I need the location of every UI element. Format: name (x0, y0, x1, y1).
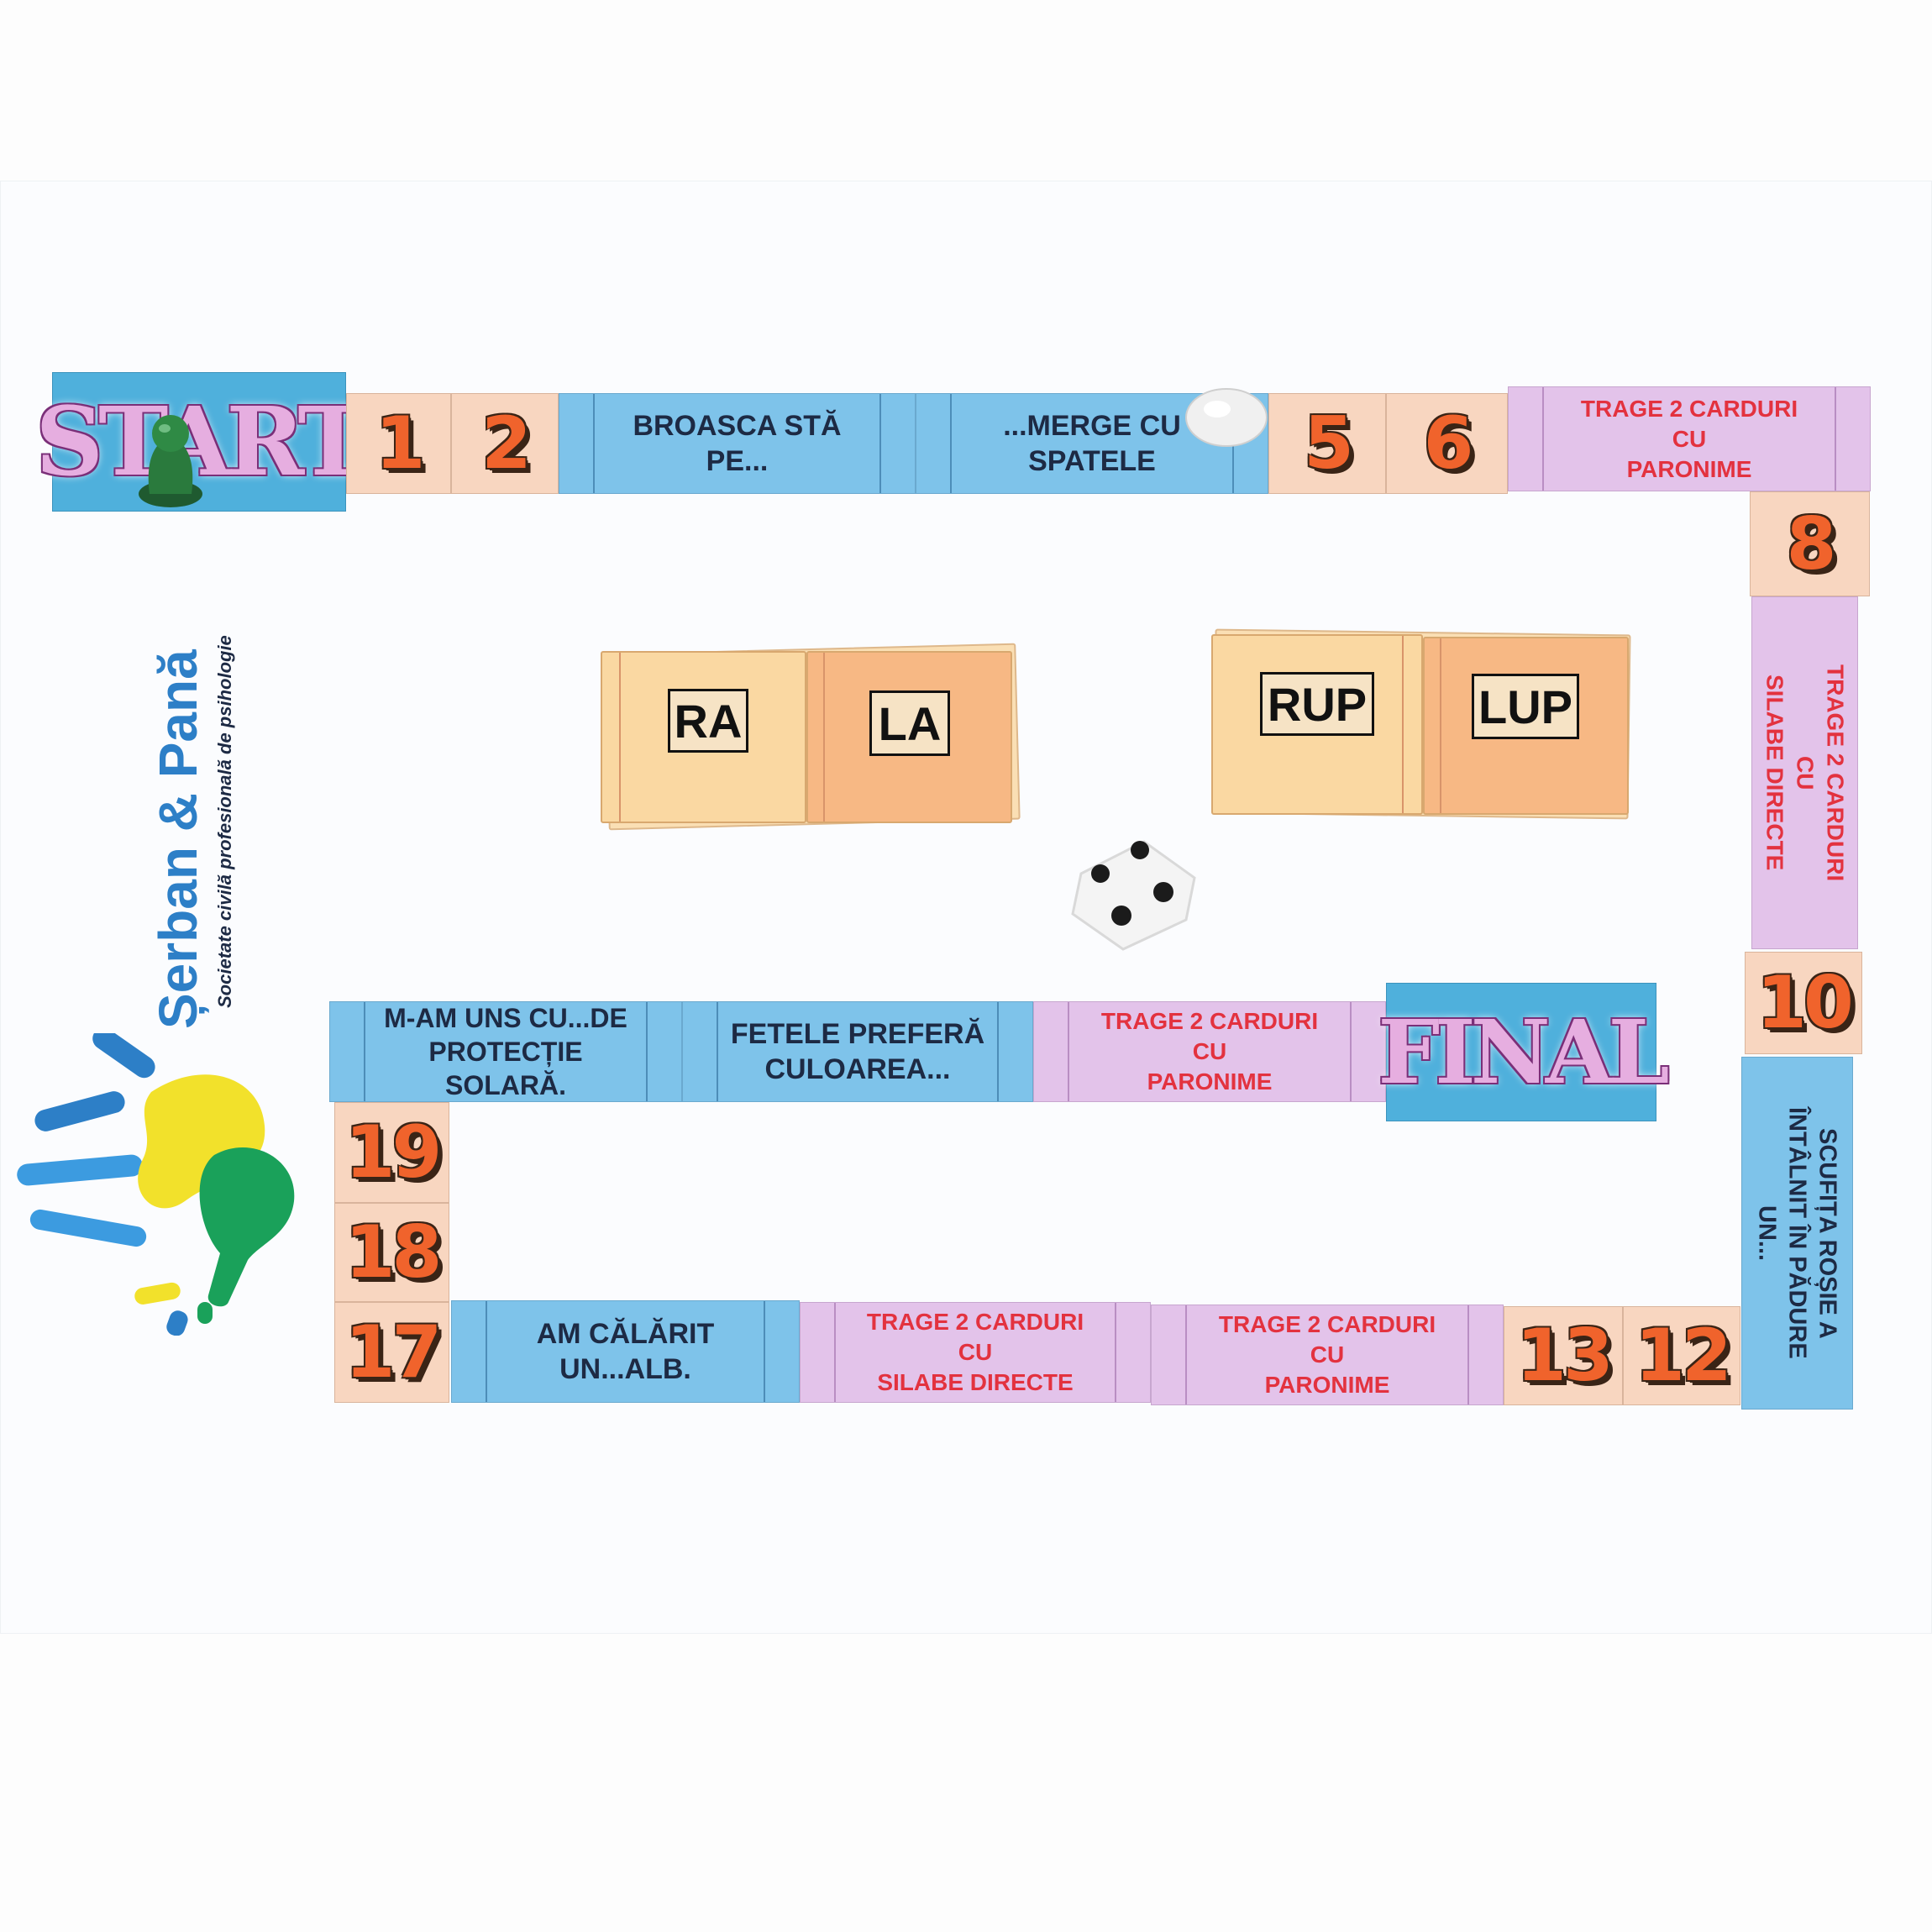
tile-10[interactable]: 10 (1745, 952, 1862, 1054)
final-tile[interactable]: FINAL (1378, 983, 1670, 1121)
tile-6[interactable]: 6 (1386, 393, 1508, 494)
tile-5[interactable]: 5 (1268, 393, 1386, 494)
tile-7[interactable]: TRAGE 2 CARDURI CU PARONIME (1508, 386, 1871, 491)
tile-1[interactable]: 1 (346, 393, 451, 494)
tile-17[interactable]: 17 (334, 1302, 449, 1403)
syllable-card-ra: RA (668, 689, 748, 753)
tile-22[interactable]: TRAGE 2 CARDURI CU PARONIME (1033, 1001, 1386, 1102)
tile-20-text: M-AM UNS CU...DE PROTECȚIE SOLARĂ. (384, 1003, 627, 1100)
tile-15[interactable]: TRAGE 2 CARDURI CU SILABE DIRECTE (800, 1302, 1151, 1403)
tile-22-text: TRAGE 2 CARDURI CU PARONIME (1100, 1008, 1319, 1095)
tile-16[interactable]: AM CĂLĂRIT UN...ALB. (451, 1300, 800, 1403)
tile-9[interactable]: TRAGE 2 CARDURI CU SILABE DIRECTE (1751, 596, 1858, 949)
green-pawn-icon[interactable] (124, 410, 217, 511)
syllable-card-lup: LUP (1472, 674, 1579, 739)
tile-2[interactable]: 2 (451, 393, 559, 494)
white-pawn-icon[interactable] (1180, 382, 1273, 449)
tile-12[interactable]: 12 (1623, 1306, 1740, 1405)
final-label: FINAL (1378, 1000, 1669, 1104)
tile-9-text: TRAGE 2 CARDURI CU SILABE DIRECTE (1761, 664, 1849, 882)
tile-13[interactable]: 13 (1504, 1306, 1623, 1405)
tile-19[interactable]: 19 (334, 1102, 449, 1203)
tile-11-text: SCUFIȚA ROȘIE A ÎNTÂLNIT ÎN PĂDURE UN... (1753, 1107, 1841, 1359)
brand-tagline: Societate civilă profesională de psiholo… (214, 635, 235, 1008)
tile-16-text: AM CĂLĂRIT UN...ALB. (536, 1318, 715, 1385)
tile-14[interactable]: TRAGE 2 CARDURI CU PARONIME (1151, 1305, 1504, 1405)
tile-7-text: TRAGE 2 CARDURI CU PARONIME (1580, 395, 1798, 482)
tile-3-text: BROASCA STĂ PE... (633, 410, 842, 477)
hand-logo-icon (17, 1033, 295, 1336)
syllable-card-la: LA (869, 690, 950, 756)
tile-15-text: TRAGE 2 CARDURI CU SILABE DIRECTE (866, 1309, 1084, 1395)
tile-14-text: TRAGE 2 CARDURI CU PARONIME (1218, 1311, 1436, 1398)
tile-21-text: FETELE PREFERĂ CULOAREA... (730, 1018, 985, 1085)
tile-21[interactable]: FETELE PREFERĂ CULOAREA... (682, 1001, 1033, 1102)
brand-name: Șerban & Pană (148, 649, 208, 1029)
syllable-card-rup: RUP (1260, 672, 1374, 736)
tile-20[interactable]: M-AM UNS CU...DE PROTECȚIE SOLARĂ. (329, 1001, 682, 1102)
tile-8[interactable]: 8 (1750, 491, 1870, 596)
tile-18[interactable]: 18 (334, 1203, 449, 1302)
start-label: START (35, 386, 367, 497)
die-icon[interactable] (1060, 832, 1203, 958)
tile-11[interactable]: SCUFIȚA ROȘIE A ÎNTÂLNIT ÎN PĂDURE UN... (1741, 1057, 1853, 1410)
tile-4-text: ...MERGE CU SPATELE (1003, 410, 1181, 477)
tile-3[interactable]: BROASCA STĂ PE... (559, 393, 916, 494)
start-tile[interactable]: START (35, 372, 368, 512)
